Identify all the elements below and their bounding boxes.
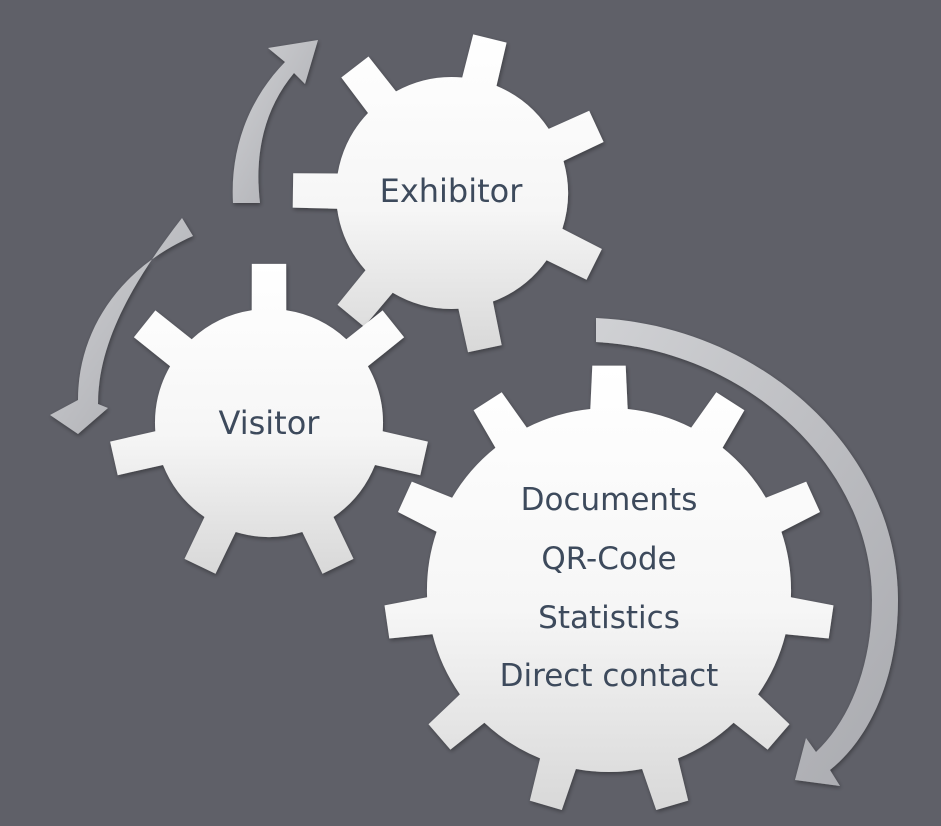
cycle-arrow-right bbox=[596, 318, 898, 786]
feature-qr-code: QR-Code bbox=[541, 541, 676, 577]
cycle-arrow-down-left bbox=[50, 218, 193, 434]
feature-statistics: Statistics bbox=[538, 600, 680, 636]
exhibitor-label: Exhibitor bbox=[380, 172, 524, 210]
visitor-label: Visitor bbox=[219, 404, 321, 442]
feature-direct-contact: Direct contact bbox=[500, 658, 719, 694]
cycle-arrow-up bbox=[232, 40, 318, 203]
gear-features bbox=[384, 365, 834, 810]
gear-visitor bbox=[110, 263, 428, 574]
feature-documents: Documents bbox=[521, 482, 698, 518]
gear-exhibitor bbox=[292, 34, 604, 353]
